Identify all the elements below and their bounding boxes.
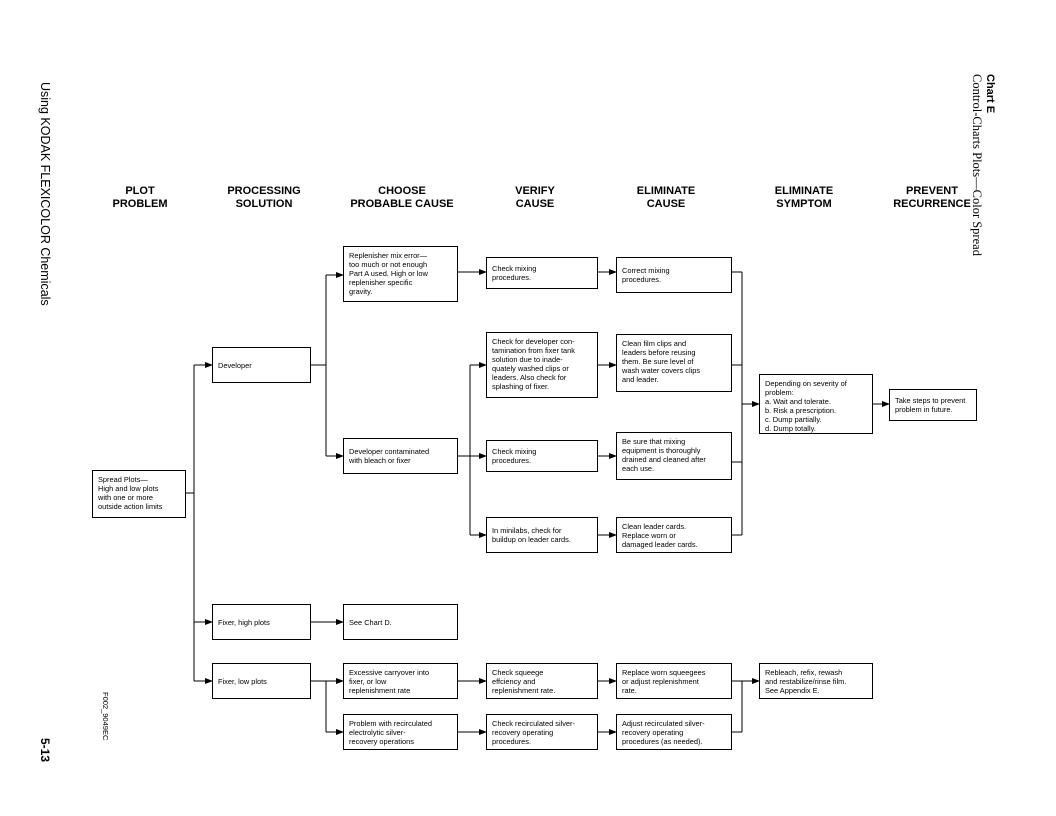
header-prevent-recurrence: PREVENT RECURRENCE [893, 185, 971, 210]
replace-squeegees-box: Replace worn squeegees or adjust repleni… [616, 663, 732, 699]
check-squeegee-box: Check squeege effciency and replenishmen… [486, 663, 598, 699]
mixing-equipment-box: Be sure that mixing equipment is thoroug… [616, 432, 732, 480]
clean-film-clips-box: Clean film clips and leaders before reus… [616, 334, 732, 392]
rebleach-refix-box: Rebleach, refix, rewash and restabilize/… [759, 663, 873, 699]
excessive-carryover-box: Excessive carryover into fixer, or low r… [343, 663, 458, 699]
header-verify-cause: VERIFY CAUSE [515, 185, 555, 210]
see-chart-d-box: See Chart D. [343, 604, 458, 640]
header-processing-solution: PROCESSING SOLUTION [227, 185, 301, 210]
developer-box: Developer [212, 347, 311, 383]
header-plot-problem: PLOT PROBLEM [112, 185, 168, 210]
developer-contaminated-box: Developer contaminated with bleach or fi… [343, 438, 458, 474]
minilabs-check-box: In minilabs, check for buildup on leader… [486, 517, 598, 553]
header-eliminate-symptom: ELIMINATE SYMPTOM [774, 185, 834, 210]
correct-mixing-box: Correct mixing procedures. [616, 257, 732, 293]
header-choose-probable-cause: CHOOSE PROBABLE CAUSE [350, 185, 454, 210]
check-contamination-box: Check for developer con- tamination from… [486, 332, 598, 398]
take-steps-box: Take steps to prevent problem in future. [889, 389, 977, 421]
clean-leader-cards-box: Clean leader cards. Replace worn or dama… [616, 517, 732, 553]
recirculated-problem-box: Problem with recirculated electrolytic s… [343, 714, 458, 750]
check-mixing-procedures-box-1: Check mixing procedures. [486, 257, 598, 289]
spread-plots-box: Spread Plots— High and low plots with on… [92, 470, 186, 518]
replenisher-mix-error-box: Replenisher mix error— too much or not e… [343, 246, 458, 302]
fixer-high-plots-box: Fixer, high plots [212, 604, 311, 640]
depending-on-severity-box: Depending on severity of problem: a. Wai… [759, 374, 873, 434]
check-mixing-procedures-box-2: Check mixing procedures. [486, 440, 598, 472]
adjust-recirculated-box: Adjust recirculated silver- recovery ope… [616, 714, 732, 750]
header-eliminate-cause: ELIMINATE CAUSE [636, 185, 696, 210]
fixer-low-plots-box: Fixer, low plots [212, 663, 311, 699]
check-recirculated-box: Check recirculated silver- recovery oper… [486, 714, 598, 750]
